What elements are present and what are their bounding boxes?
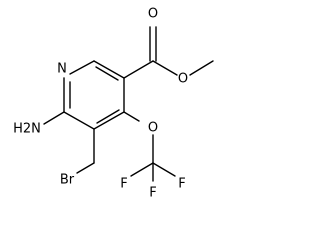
bond-c5-c6 — [93, 60, 125, 79]
bond-cf3-f-left — [130, 162, 154, 177]
ester-oxygen-label: O — [178, 72, 188, 87]
carbonyl-oxygen-label: O — [148, 7, 158, 22]
fluorine-left-label: F — [120, 177, 127, 192]
bond-ester-o-methyl — [189, 60, 214, 76]
fluorine-right-label: F — [178, 177, 185, 192]
bond-c5-carbonyl — [123, 60, 154, 79]
trifluoromethoxy-group — [123, 111, 176, 182]
bond-c2-amino — [43, 111, 65, 125]
double-bond-c5-c6 — [95, 66, 119, 81]
bond-c2-c3 — [63, 111, 95, 130]
bond-c6-n1 — [69, 60, 95, 75]
ring-nitrogen-label: N — [57, 62, 67, 77]
bromine-label: Br — [60, 173, 75, 188]
pyridine-ring — [63, 60, 125, 130]
bond-cf3-f-right — [152, 162, 176, 177]
bond-c4-ether-o — [123, 111, 140, 122]
chemical-structure: N O O H2N O Br F F F — [13, 7, 214, 201]
fluorine-middle-label: F — [149, 186, 156, 201]
bond-carbonyl-ester-o — [152, 60, 178, 76]
bond-c3-c4 — [93, 111, 125, 130]
amino-group-label: H2N — [13, 122, 41, 137]
bromomethyl-group — [76, 128, 95, 174]
methyl-ester-group — [123, 26, 214, 79]
bond-ch2-br — [76, 162, 95, 174]
ether-oxygen-label: O — [148, 121, 158, 136]
double-bond-c3-c4 — [96, 109, 120, 124]
